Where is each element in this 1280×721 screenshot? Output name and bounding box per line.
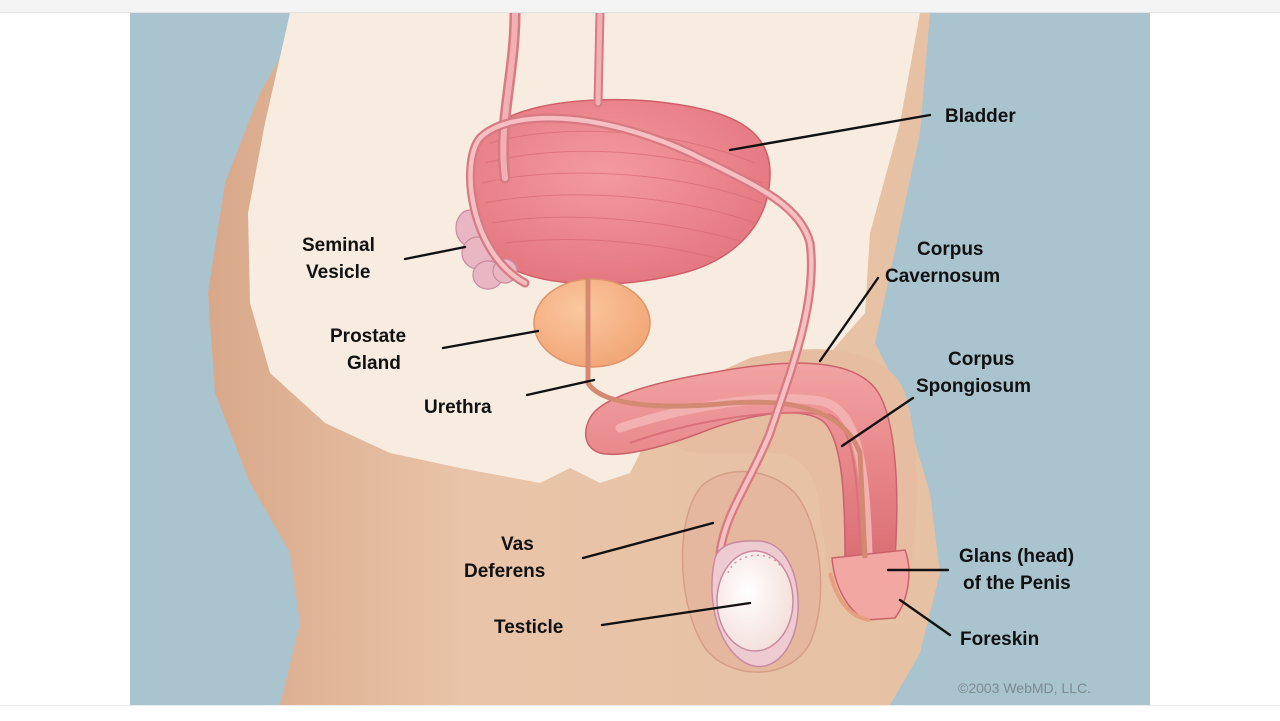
corpus-spongiosum-leader bbox=[840, 396, 915, 448]
label-seminal-vesicle-line1: Seminal bbox=[302, 235, 375, 256]
foreskin-leader bbox=[898, 598, 952, 637]
urethra-leader bbox=[525, 378, 596, 397]
label-testicle: Testicle bbox=[494, 617, 563, 638]
testicle-leader bbox=[600, 601, 752, 627]
label-seminal-vesicle-line2: Vesicle bbox=[306, 262, 370, 283]
label-corpus-cavernosum-line2: Cavernosum bbox=[885, 266, 1000, 287]
prostate-shape bbox=[533, 278, 651, 368]
vas-deferens-inner bbox=[468, 115, 814, 556]
label-corpus-spongiosum-line1: Corpus bbox=[948, 349, 1015, 370]
prostate-gland-leader bbox=[441, 329, 540, 350]
label-prostate-gland-line1: Prostate bbox=[330, 326, 406, 347]
vas-deferens-leader bbox=[581, 521, 715, 560]
ureter-left-inner bbox=[500, 13, 518, 181]
label-vas-deferens-line2: Deferens bbox=[464, 561, 545, 582]
ureter-right-inner bbox=[595, 13, 603, 106]
diagram-svg: Bladder Seminal Vesicle Prostate Gland U… bbox=[208, 13, 1091, 705]
top-bar bbox=[0, 0, 1280, 13]
testicle-shape bbox=[716, 550, 794, 652]
anatomy-diagram: Bladder Seminal Vesicle Prostate Gland U… bbox=[130, 13, 1150, 705]
label-corpus-spongiosum-line2: Spongiosum bbox=[916, 376, 1031, 397]
label-glans-line1: Glans (head) bbox=[959, 546, 1074, 567]
urethra-tube bbox=[585, 278, 868, 559]
bladder-leader bbox=[728, 113, 932, 152]
glans-shape bbox=[831, 549, 910, 621]
label-vas-deferens-line1: Vas bbox=[501, 534, 534, 555]
copyright-notice: ©2003 WebMD, LLC. bbox=[958, 680, 1091, 696]
label-foreskin: Foreskin bbox=[960, 629, 1039, 650]
bottom-bar bbox=[0, 705, 1280, 721]
seminal-vesicle-leader bbox=[403, 245, 467, 261]
label-prostate-gland-line2: Gland bbox=[347, 353, 401, 374]
label-corpus-cavernosum-line1: Corpus bbox=[917, 239, 984, 260]
foreskin-shape bbox=[828, 572, 871, 622]
label-glans-line2: of the Penis bbox=[963, 573, 1071, 594]
shaft-stripe bbox=[629, 411, 861, 554]
corpus-cavernosum-leader bbox=[818, 276, 880, 363]
label-bladder: Bladder bbox=[945, 106, 1016, 127]
label-urethra: Urethra bbox=[424, 397, 492, 418]
